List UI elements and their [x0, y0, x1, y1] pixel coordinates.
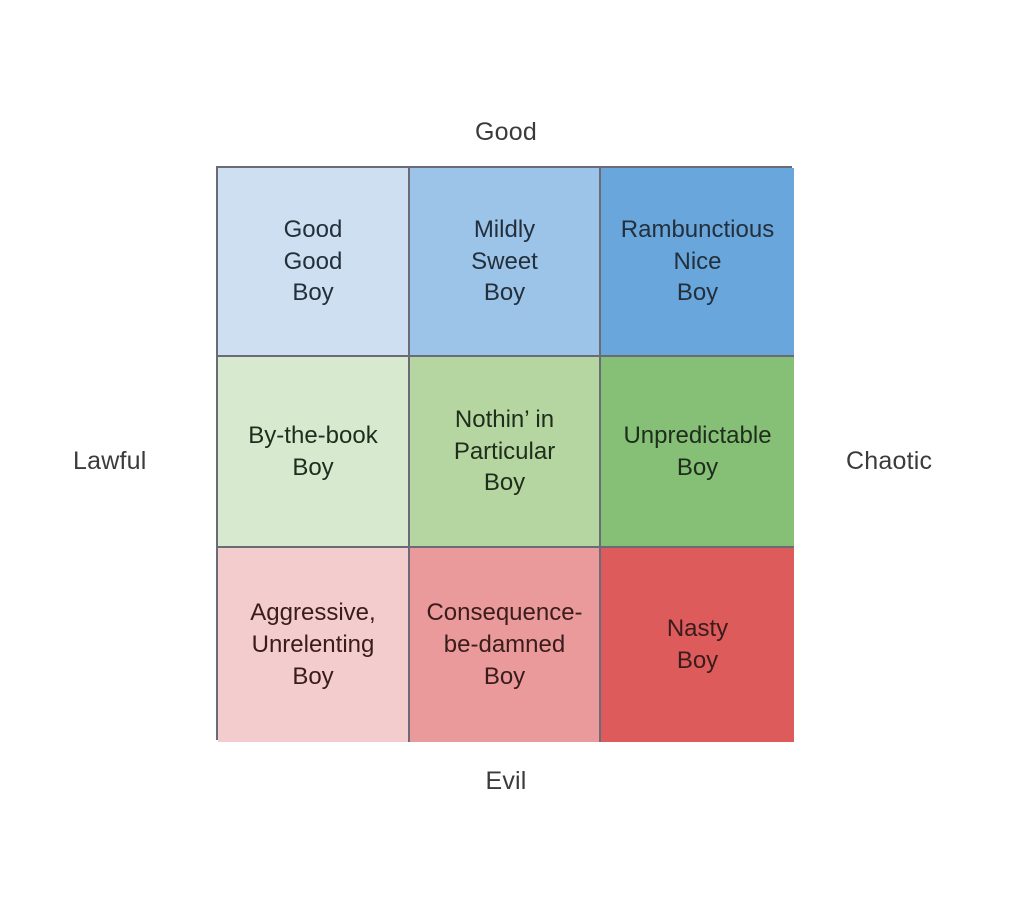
cell-true-neutral: Nothin’ in Particular Boy: [410, 357, 601, 548]
cell-lawful-evil: Aggressive, Unrelenting Boy: [218, 548, 410, 742]
alignment-grid: Good Good Boy Mildly Sweet Boy Rambuncti…: [216, 166, 794, 742]
cell-label: Nothin’ in Particular Boy: [453, 405, 556, 497]
axis-label-chaotic: Chaotic: [846, 447, 933, 475]
cell-label: Rambunctious Nice Boy: [620, 215, 775, 307]
cell-chaotic-evil: Nasty Boy: [601, 548, 794, 742]
cell-label: By-the-book Boy: [248, 421, 378, 481]
axis-label-evil: Evil: [485, 767, 527, 795]
cell-label: Mildly Sweet Boy: [471, 215, 538, 307]
axis-label-good: Good: [475, 118, 537, 146]
cell-chaotic-neutral: Unpredictable Boy: [601, 357, 794, 548]
cell-lawful-good: Good Good Boy: [218, 168, 410, 357]
cell-label: Good Good Boy: [283, 215, 343, 307]
cell-lawful-neutral: By-the-book Boy: [218, 357, 410, 548]
cell-neutral-evil: Consequence- be-damned Boy: [410, 548, 601, 742]
cell-neutral-good: Mildly Sweet Boy: [410, 168, 601, 357]
cell-chaotic-good: Rambunctious Nice Boy: [601, 168, 794, 357]
cell-label: Nasty Boy: [666, 615, 729, 674]
axis-label-lawful: Lawful: [73, 447, 147, 475]
cell-label: Unpredictable Boy: [623, 421, 772, 481]
cell-label: Aggressive, Unrelenting Boy: [250, 599, 376, 690]
cell-label: Consequence- be-damned Boy: [426, 599, 583, 690]
